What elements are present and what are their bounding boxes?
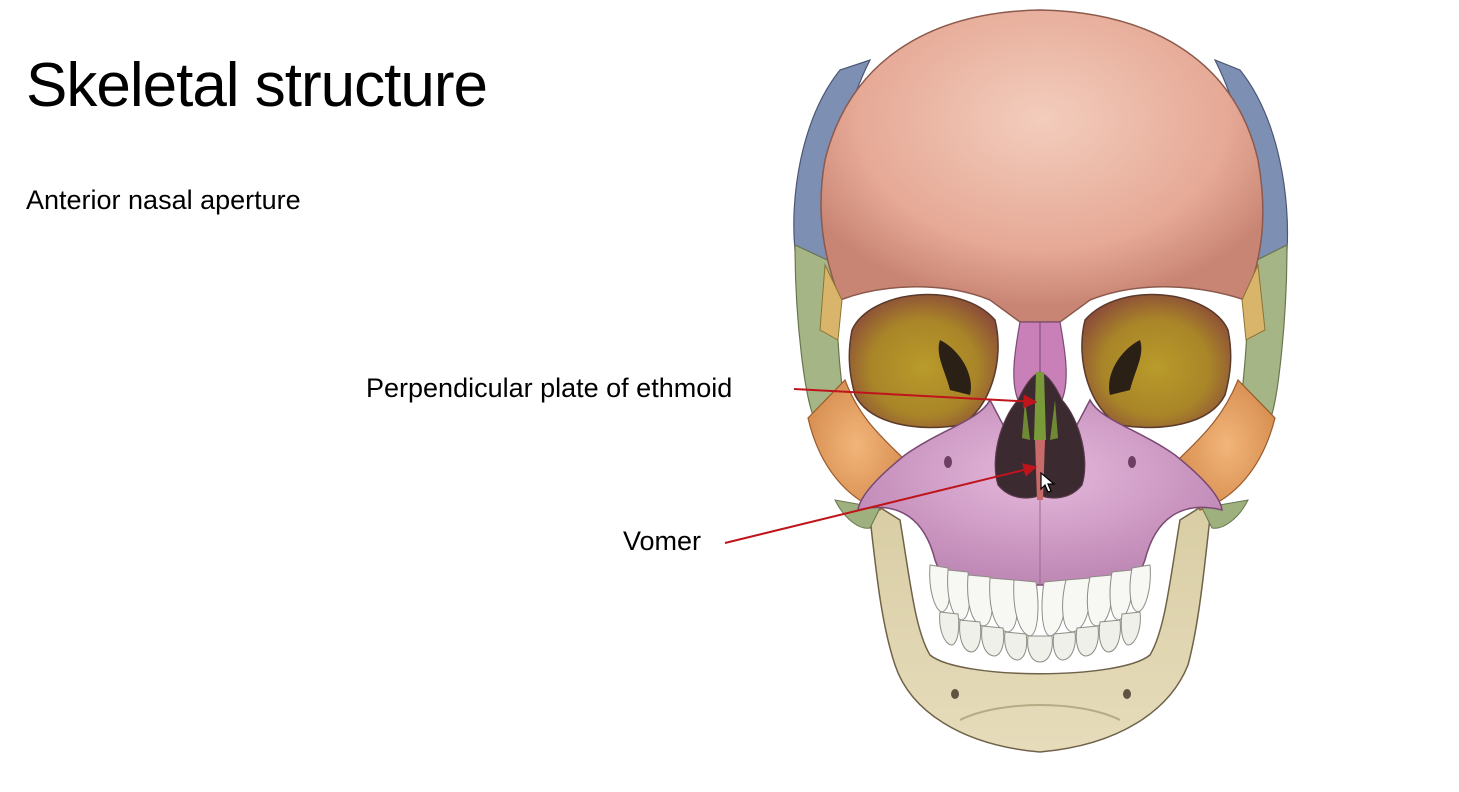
slide-title: Skeletal structure [26,51,488,120]
orbit-right [1081,293,1232,429]
zygomatic-right [1177,378,1276,511]
ethmoid-label: Perpendicular plate of ethmoid [366,373,733,403]
nasal-bone [1013,321,1067,402]
mandible [867,498,1213,753]
temporal-right [1239,244,1288,421]
mouse-pointer-icon [1040,472,1056,493]
parietal-right [1213,58,1289,272]
lower-teeth [939,611,1141,663]
orbit-left [848,293,999,429]
parietal-left [793,58,872,272]
vomer-arrow [724,463,1038,544]
frontal-bone [820,9,1264,323]
slide-subtitle: Anterior nasal aperture [26,185,301,215]
ethmoid-plate [1034,372,1046,440]
vomer-label: Vomer [623,526,702,556]
ethmoid-arrow [793,388,1038,409]
temporal-left [794,244,846,421]
sphenoid-right [1241,263,1266,341]
upper-teeth [929,564,1151,637]
sphenoid-left [819,263,843,341]
zygomatic-left [807,378,906,511]
